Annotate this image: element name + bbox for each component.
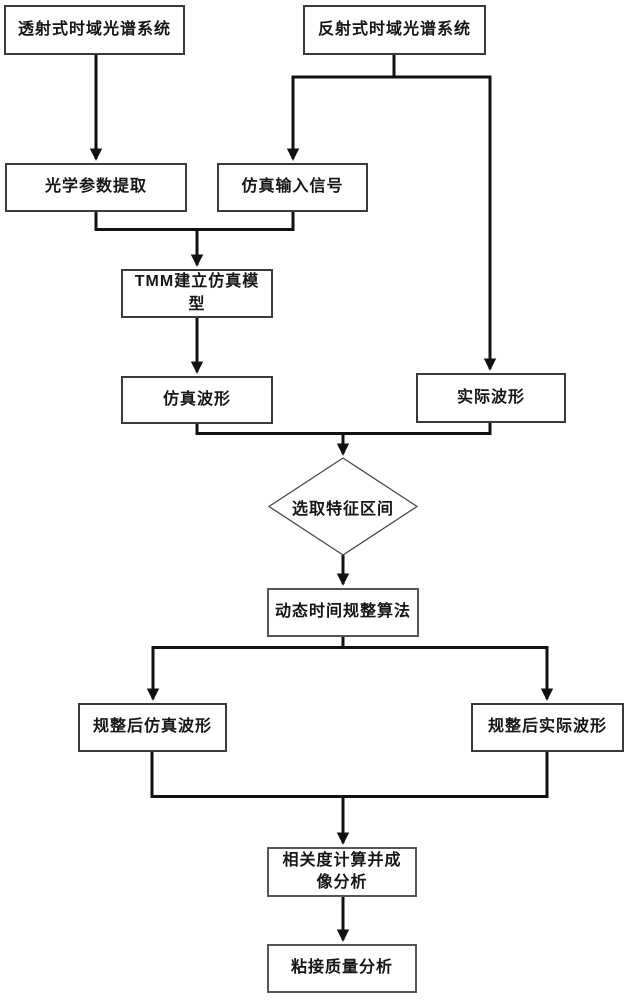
node-optical-param-extraction-label: 光学参数提取 bbox=[44, 178, 147, 196]
node-warped-simulated-waveform: 规整后仿真波形 bbox=[78, 703, 227, 752]
node-transmission-system-label: 透射式时域光谱系统 bbox=[17, 20, 171, 38]
node-dynamic-time-warping-label: 动态时间规整算法 bbox=[275, 603, 412, 621]
node-actual-waveform: 实际波形 bbox=[416, 373, 566, 423]
node-actual-waveform-label: 实际波形 bbox=[456, 388, 525, 406]
node-simulated-waveform-label: 仿真波形 bbox=[162, 390, 231, 408]
node-select-feature-interval: 选取特征区间 bbox=[269, 458, 417, 555]
node-simulated-waveform: 仿真波形 bbox=[121, 376, 273, 424]
node-reflection-system-label: 反射式时域光谱系统 bbox=[317, 20, 471, 38]
node-warped-simulated-waveform-label: 规整后仿真波形 bbox=[92, 718, 212, 736]
node-simulation-input-signal-label: 仿真输入信号 bbox=[241, 178, 344, 196]
node-select-feature-interval-label: 选取特征区间 bbox=[291, 500, 394, 518]
node-tmm-simulation-model-label: TMM建立仿真模型 bbox=[134, 273, 260, 313]
node-warped-actual-waveform: 规整后实际波形 bbox=[471, 703, 624, 752]
node-simulation-input-signal: 仿真输入信号 bbox=[217, 163, 368, 212]
node-dynamic-time-warping: 动态时间规整算法 bbox=[267, 588, 419, 637]
node-reflection-system: 反射式时域光谱系统 bbox=[303, 5, 486, 55]
node-warped-actual-waveform-label: 规整后实际波形 bbox=[487, 718, 607, 736]
node-correlation-imaging-analysis-label: 相关度计算并成像分析 bbox=[282, 851, 402, 891]
node-correlation-imaging-analysis: 相关度计算并成像分析 bbox=[267, 847, 417, 897]
decision-diamond-shape bbox=[267, 457, 419, 556]
node-bonding-quality-analysis: 粘接质量分析 bbox=[267, 944, 417, 993]
node-bonding-quality-analysis-label: 粘接质量分析 bbox=[290, 959, 393, 977]
node-tmm-simulation-model: TMM建立仿真模型 bbox=[121, 269, 273, 318]
node-optical-param-extraction: 光学参数提取 bbox=[5, 163, 187, 212]
node-transmission-system: 透射式时域光谱系统 bbox=[4, 5, 185, 55]
